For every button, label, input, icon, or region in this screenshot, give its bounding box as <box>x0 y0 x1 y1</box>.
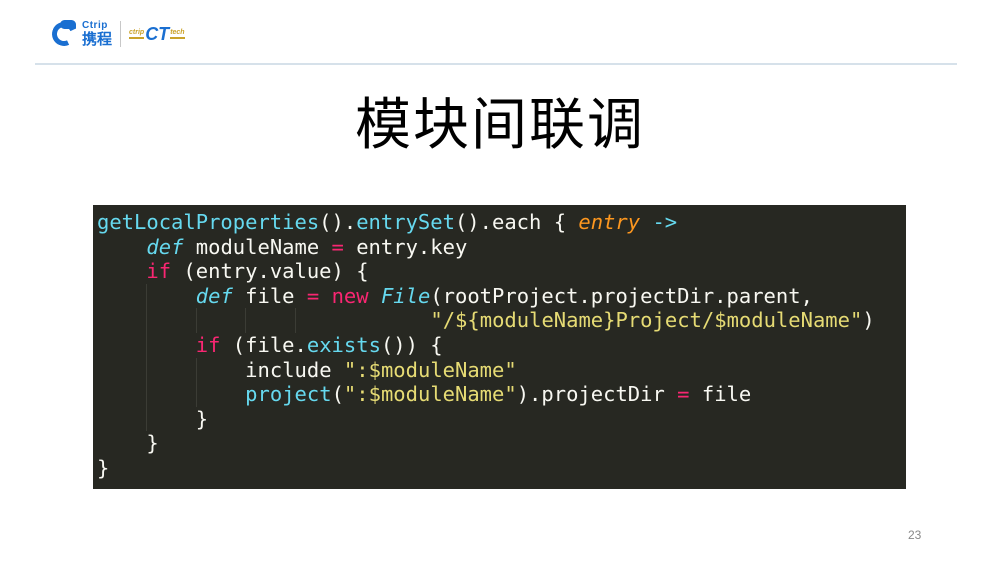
code-token: ()) { <box>380 332 443 357</box>
code-token: ).projectDir <box>516 382 678 407</box>
code-token: = <box>306 283 320 308</box>
indent-guide <box>97 308 146 333</box>
code-token: exists <box>306 332 381 357</box>
code-token: (). <box>319 210 357 234</box>
indent-guide <box>97 407 146 432</box>
indent-guide <box>195 308 245 333</box>
code-token: if <box>146 259 172 284</box>
code-line: def file = new File(rootProject.projectD… <box>97 283 906 309</box>
code-token: File <box>380 283 431 308</box>
ctrip-wordmark: Ctrip 携程 <box>82 21 112 47</box>
indent-guide <box>245 308 294 333</box>
code-token: moduleName <box>183 234 332 259</box>
code-token: -> <box>652 210 678 234</box>
indent-guide <box>294 308 344 333</box>
code-token: entry <box>578 210 641 234</box>
indent-guide <box>146 357 195 383</box>
code-line: } <box>97 406 906 432</box>
ctrip-tech-logo: ctrip CT tech <box>129 24 185 45</box>
code-token: } <box>195 406 209 431</box>
page-number: 23 <box>908 528 922 542</box>
indent-guide <box>146 308 195 333</box>
code-token: ().each { <box>454 210 579 234</box>
code-token: include <box>245 357 344 382</box>
header-logo: Ctrip 携程 ctrip CT tech <box>48 18 185 50</box>
code-token: "/${moduleName}Project/$moduleName" <box>430 308 863 333</box>
logo-divider <box>120 21 122 47</box>
tech-logo-mark: CT <box>145 23 170 44</box>
code-line: } <box>97 456 906 481</box>
indent-guide <box>97 333 146 358</box>
slide-title: 模块间联调 <box>355 93 645 158</box>
indent-guide <box>195 357 245 383</box>
code-line: if (file.exists()) { <box>97 332 906 358</box>
code-token: = <box>331 234 344 259</box>
header-separator <box>35 63 957 65</box>
indent-guide <box>195 382 245 407</box>
code-token <box>369 284 381 308</box>
indent-guide <box>97 259 146 284</box>
code-token: def <box>195 283 233 308</box>
code-line: getLocalProperties().entrySet().each { e… <box>97 210 906 235</box>
code-line: "/${moduleName}Project/$moduleName") <box>97 308 906 333</box>
code-token: (rootProject.projectDir.parent, <box>430 283 813 308</box>
code-token: file <box>232 283 307 308</box>
code-token: (entry.value) { <box>171 259 369 284</box>
code-line: project(":$moduleName").projectDir = fil… <box>97 382 906 407</box>
indent-guide <box>146 283 195 309</box>
code-token: ":$moduleName" <box>343 357 517 382</box>
code-token: entrySet <box>356 210 455 234</box>
code-token: getLocalProperties <box>97 210 320 234</box>
code-token: ) <box>862 308 875 333</box>
ctrip-logo-cn: 携程 <box>82 30 113 48</box>
code-token <box>640 210 652 234</box>
indent-guide <box>97 431 146 456</box>
code-line: if (entry.value) { <box>97 259 906 284</box>
code-block: getLocalProperties().entrySet().each { e… <box>93 205 906 489</box>
code-token: new <box>331 283 369 308</box>
code-token: (file. <box>220 332 307 357</box>
indent-guide <box>146 406 195 432</box>
indent-guide <box>97 284 146 309</box>
code-line: } <box>97 431 906 456</box>
ctrip-logo-en: Ctrip <box>82 20 108 31</box>
code-token: file <box>689 382 752 407</box>
indent-guide <box>146 332 195 358</box>
indent-guide <box>97 358 146 383</box>
indent-guide <box>146 382 195 407</box>
code-token: = <box>677 382 690 407</box>
code-token: def <box>146 234 184 259</box>
code-token: entry.key <box>343 234 468 259</box>
code-line: include ":$moduleName" <box>97 357 906 383</box>
tech-logo-left: ctrip <box>129 29 145 39</box>
ctrip-dolphin-icon <box>48 18 80 50</box>
code-token: ":$moduleName" <box>343 382 517 407</box>
code-token: ( <box>331 382 344 407</box>
indent-guide <box>97 382 146 407</box>
tech-logo-right: tech <box>170 29 185 39</box>
code-line: def moduleName = entry.key <box>97 235 906 260</box>
code-token: if <box>195 332 221 357</box>
code-token: } <box>146 431 159 456</box>
indent-guide <box>97 235 146 260</box>
code-token <box>319 284 331 308</box>
code-token: } <box>97 455 110 480</box>
code-token: project <box>245 382 332 407</box>
